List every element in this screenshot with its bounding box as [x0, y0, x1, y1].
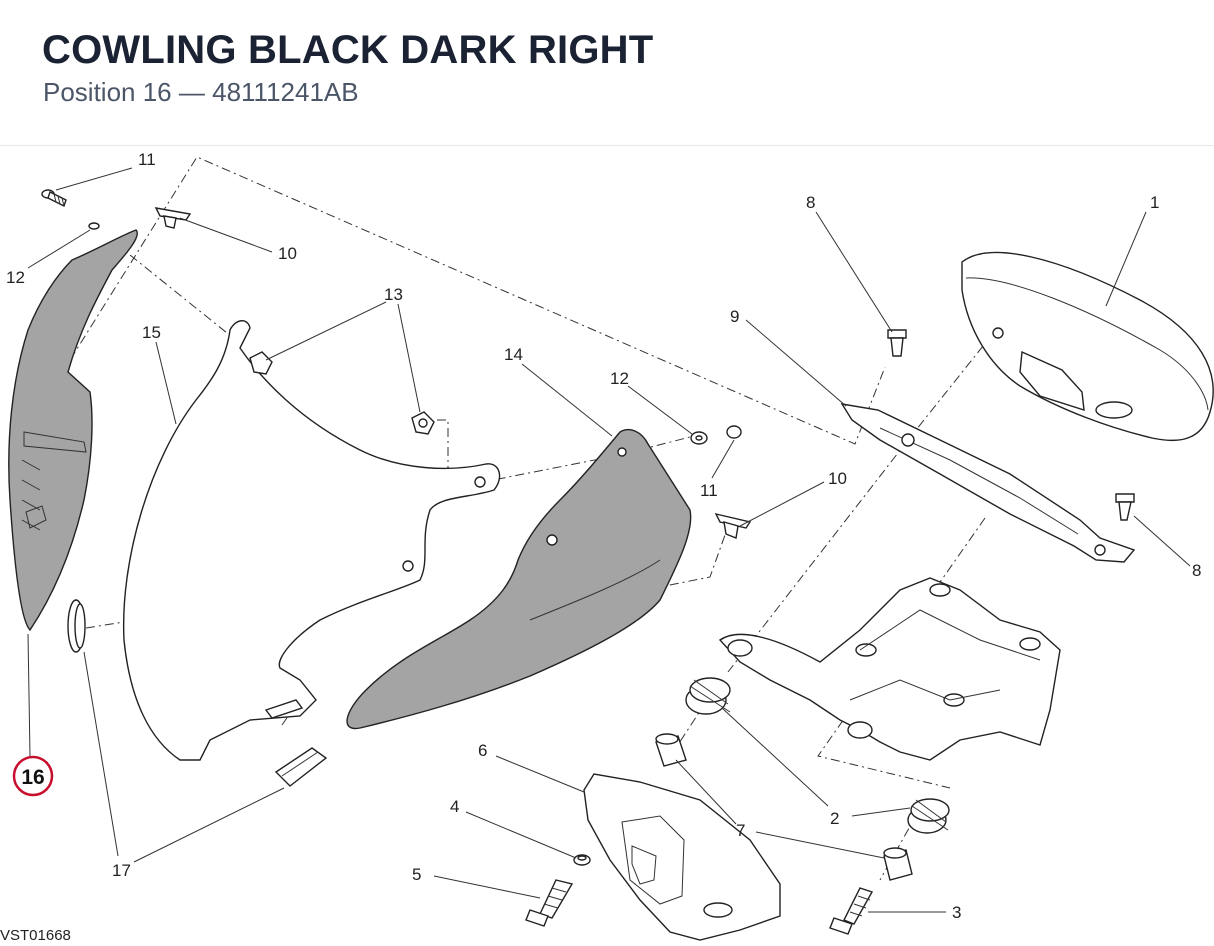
callout-14[interactable]: 14: [504, 345, 523, 364]
page-subtitle: Position 16 — 48111241AB: [43, 77, 359, 108]
subtitle-separator: —: [171, 77, 213, 107]
callout-11-top[interactable]: 11: [138, 150, 156, 169]
highlight-badge-label: 16: [21, 766, 44, 789]
part-2-damper-left: [685, 677, 731, 715]
part-number: 48111241AB: [212, 77, 359, 107]
part-11-screw-top: [41, 189, 67, 207]
part-13-nut-lower: [411, 411, 435, 435]
exploded-parts-diagram: 1 8 9 8 10 12 11 14 13 15 11 12 10 17 6 …: [0, 146, 1214, 946]
diagram-canvas: 1 8 9 8 10 12 11 14 13 15 11 12 10 17 6 …: [6, 150, 1214, 941]
part-8-bolt-lower: [1115, 493, 1135, 521]
callout-3[interactable]: 3: [952, 903, 961, 922]
part-16-cowling-right: [8, 229, 138, 632]
callout-2-left[interactable]: 2: [830, 809, 839, 828]
leader-lines: [27, 167, 1191, 913]
callout-12-top[interactable]: 12: [6, 268, 25, 287]
callout-8-upper[interactable]: 8: [806, 193, 815, 212]
callout-7-left[interactable]: 7: [736, 821, 745, 840]
callout-10-top[interactable]: 10: [278, 244, 297, 263]
part-1-instrument-panel: [961, 251, 1214, 442]
part-15-windscreen: [122, 320, 501, 761]
page-header: COWLING BLACK DARK RIGHT Position 16 — 4…: [0, 0, 1214, 146]
part-8-bolt-upper: [887, 329, 907, 357]
part-12-washer-mid: [690, 431, 708, 445]
callout-9[interactable]: 9: [730, 307, 739, 326]
drawing-code: VST01668: [0, 927, 71, 944]
callout-8-lower[interactable]: 8: [1192, 561, 1201, 580]
part-6-cover: [583, 773, 781, 941]
callout-1[interactable]: 1: [1150, 193, 1159, 212]
highlight-badge-16[interactable]: 16: [12, 755, 54, 797]
part-2-damper-right: [907, 798, 950, 834]
part-4-washer: [573, 854, 591, 866]
page-title: COWLING BLACK DARK RIGHT: [42, 28, 654, 72]
callout-labels: 1 8 9 8 10 12 11 14 13 15 11 12 10 17 6 …: [6, 150, 1201, 922]
callout-15[interactable]: 15: [142, 323, 161, 342]
callout-11-mid[interactable]: 11: [700, 481, 718, 500]
callout-4[interactable]: 4: [450, 797, 459, 816]
part-5-screw: [525, 879, 574, 927]
part-11-screw-mid: [726, 425, 742, 439]
part-13-nut-upper: [249, 351, 273, 375]
part-9-bracket: [840, 403, 1136, 563]
part-12-washer-top: [88, 222, 100, 230]
part-3-screw: [829, 887, 874, 935]
callout-10-mid[interactable]: 10: [828, 469, 847, 488]
callout-6[interactable]: 6: [478, 741, 487, 760]
part-10-clip-mid: [714, 512, 752, 539]
mounting-structure: [718, 577, 1061, 761]
part-14-inner-panel: [346, 428, 692, 730]
callout-5[interactable]: 5: [412, 865, 421, 884]
part-17-grommet-lower: [274, 747, 328, 787]
callout-17[interactable]: 17: [112, 861, 131, 880]
position-label: Position 16: [43, 77, 172, 107]
part-17-grommet-upper: [67, 599, 86, 653]
callout-12-mid[interactable]: 12: [610, 369, 629, 388]
part-10-clip-top: [154, 207, 192, 229]
callout-13[interactable]: 13: [384, 285, 403, 304]
part-7-spacer-left: [655, 733, 687, 767]
part-7-spacer-right: [883, 847, 913, 881]
